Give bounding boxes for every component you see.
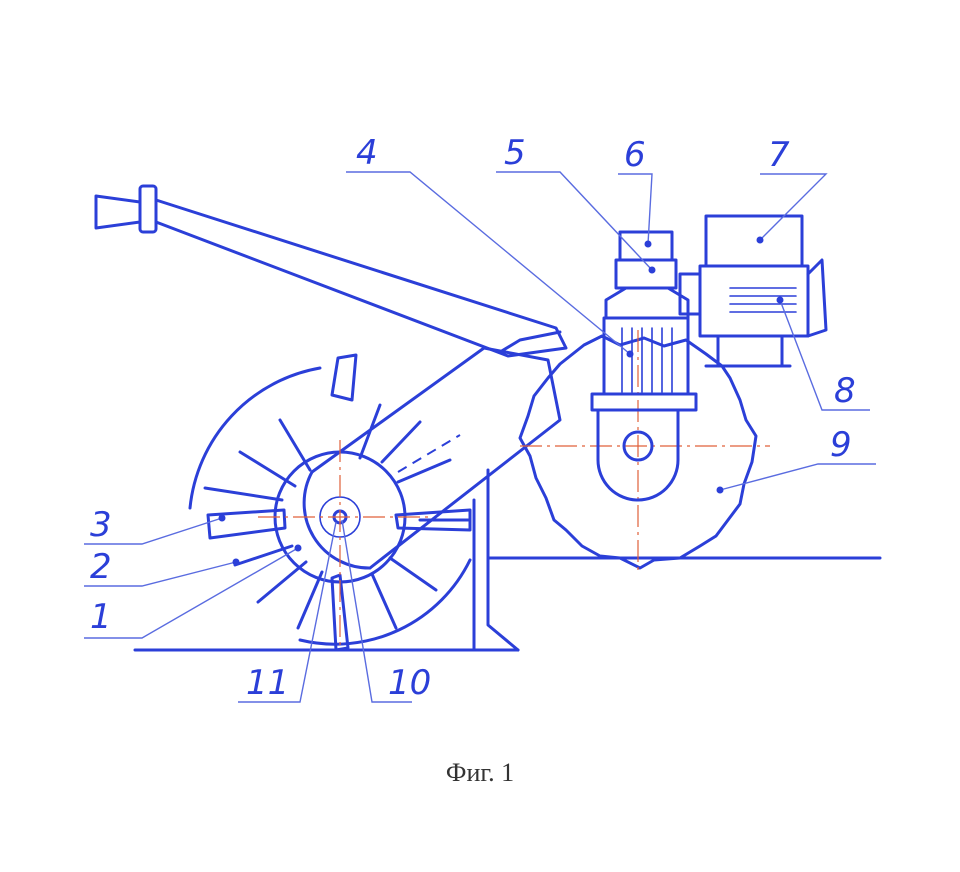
gearbox-column bbox=[590, 230, 698, 502]
figure-caption: Фиг. 1 bbox=[445, 758, 515, 787]
center-lines bbox=[258, 330, 770, 650]
label-3: 3 bbox=[90, 505, 112, 545]
label-leaders bbox=[84, 171, 876, 703]
label-1: 1 bbox=[90, 597, 112, 637]
label-11: 11 bbox=[246, 663, 289, 703]
label-5: 5 bbox=[504, 133, 526, 173]
part-labels: 1 2 3 4 5 6 7 8 9 10 11 bbox=[90, 133, 856, 703]
label-9: 9 bbox=[830, 425, 852, 465]
ground-lines bbox=[133, 468, 882, 652]
label-8: 8 bbox=[834, 371, 856, 411]
rotor-tines bbox=[203, 353, 472, 652]
engine bbox=[678, 214, 828, 368]
label-6: 6 bbox=[624, 135, 646, 175]
label-10: 10 bbox=[388, 663, 431, 703]
label-2: 2 bbox=[90, 547, 112, 587]
handle bbox=[94, 184, 568, 358]
transmission-arm bbox=[302, 346, 562, 570]
rotor-guard bbox=[188, 366, 472, 646]
label-7: 7 bbox=[768, 135, 790, 175]
label-4: 4 bbox=[356, 133, 378, 173]
drive-wheel bbox=[518, 334, 758, 570]
